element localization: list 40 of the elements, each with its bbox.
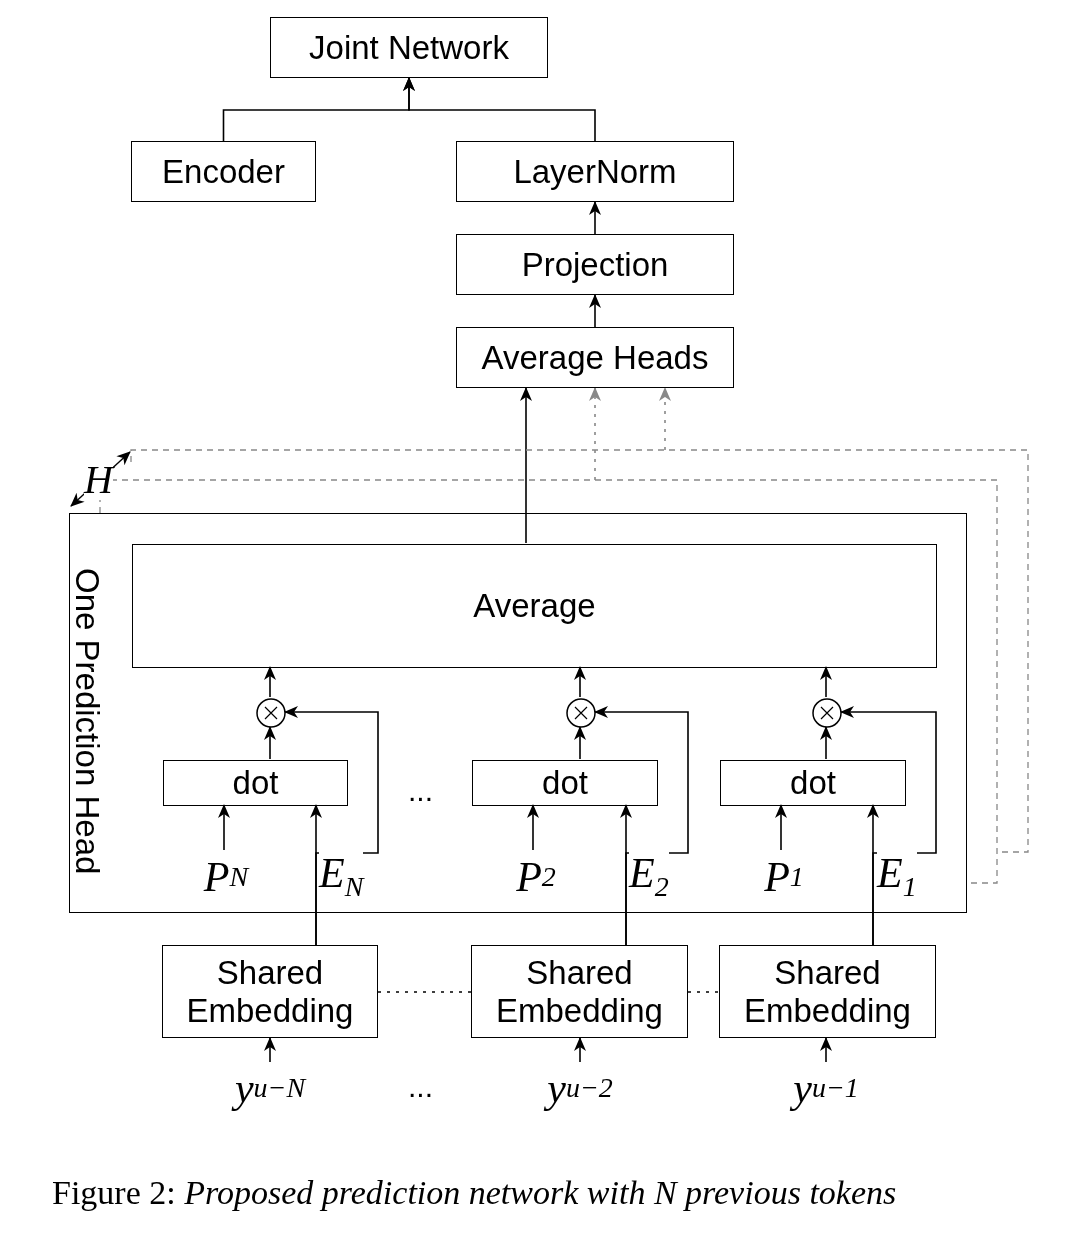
process-box: Average [132,544,937,668]
arrow [840,706,937,946]
ellipsis-text: ... [408,1072,433,1102]
arrow [594,706,689,946]
arrow [820,666,832,698]
process-box: Shared Embedding [162,945,378,1038]
process-box: Joint Network [270,17,548,78]
arrow [520,387,532,544]
arrow [589,294,601,328]
arrow [218,804,230,851]
dotted-line [687,991,720,993]
process-box: Shared Embedding [719,945,936,1038]
arrow [574,726,586,760]
process-box: dot [720,760,906,806]
arrow [264,726,276,760]
arrow [264,666,276,698]
arrow [775,804,787,851]
dashed-arrow [589,387,601,481]
arrow [589,201,601,235]
arrow [264,1037,276,1063]
arrow [403,77,596,142]
prediction-head-frame [69,513,967,913]
dotted-line [377,991,472,993]
vertical-title: One Prediction Head [68,568,106,875]
arrow [820,1037,832,1063]
arrow [574,666,586,698]
arrow [820,726,832,760]
dashed-arrow [659,387,671,451]
arrow [527,804,539,851]
process-box: Shared Embedding [471,945,688,1038]
process-box: Average Heads [456,327,734,388]
process-box: dot [163,760,348,806]
arrow [574,1037,586,1063]
arrow [284,706,379,946]
figure-caption: Figure 2: Proposed prediction network with N previous tokens [52,1174,897,1212]
process-box: LayerNorm [456,141,734,202]
ellipsis-text: ... [408,776,433,806]
process-box: Projection [456,234,734,295]
process-box: Encoder [131,141,316,202]
process-box: dot [472,760,658,806]
